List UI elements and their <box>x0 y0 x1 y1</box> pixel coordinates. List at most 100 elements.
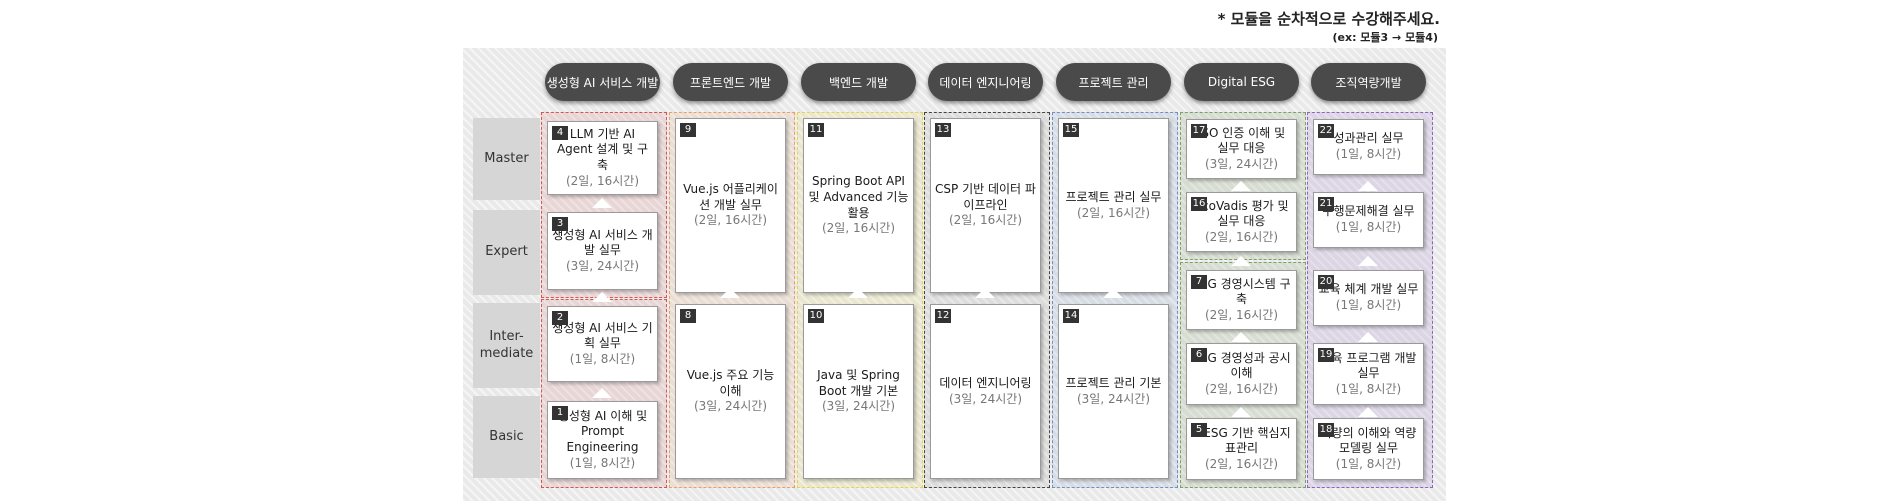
module-duration: (1일, 8시간) <box>1335 298 1402 312</box>
column-header-genai: 생성형 AI 서비스 개발 <box>545 63 660 101</box>
module-title: Java 및 Spring Boot 개발 기본 <box>817 368 900 398</box>
module-title: 프로젝트 관리 기본 <box>1065 375 1162 390</box>
module-card-10[interactable]: 10 Java 및 Spring Boot 개발 기본 (3일, 24시간) <box>803 304 914 479</box>
progression-arrow-icon <box>1231 181 1251 191</box>
module-duration: (2일, 16시간) <box>1204 456 1279 471</box>
module-duration: (2일, 16시간) <box>693 213 768 228</box>
progression-arrow-icon <box>1231 256 1251 266</box>
module-title: 교육 체계 개발 실무 <box>1318 282 1419 297</box>
module-title: CSP 기반 데이터 파이프라인 <box>935 182 1036 212</box>
progression-arrow-icon <box>1358 181 1378 191</box>
level-basic: Basic <box>473 396 540 478</box>
module-card-15[interactable]: 15 프로젝트 관리 실무 (2일, 16시간) <box>1058 118 1169 293</box>
module-title: 생성형 AI 서비스 기획 실무 <box>552 320 653 351</box>
module-card-11[interactable]: 11 Spring Boot API 및 Advanced 기능 활용 (2일,… <box>803 118 914 293</box>
module-card-13[interactable]: 13 CSP 기반 데이터 파이프라인 (2일, 16시간) <box>930 118 1041 293</box>
module-number: 13 <box>935 123 951 137</box>
module-number: 18 <box>1318 423 1334 437</box>
module-card-5[interactable]: 5 K-ESG 기반 핵심지표관리 (2일, 16시간) <box>1186 418 1297 480</box>
module-card-22[interactable]: 22 성과관리 실무 (1일, 8시간) <box>1313 119 1424 175</box>
sequence-example: (ex: 모듈3 → 모듈4) <box>1332 31 1438 44</box>
column-header-backend: 백엔드 개발 <box>801 63 916 101</box>
progression-arrow-icon <box>592 198 612 208</box>
level-intermediate: Inter- mediate <box>473 303 540 388</box>
progression-arrow-icon <box>1358 332 1378 342</box>
module-title: 데이터 엔지니어링 <box>939 375 1032 390</box>
module-number: 14 <box>1063 309 1079 323</box>
module-card-1[interactable]: 1 생성형 AI 이해 및 Prompt Engineering (1일, 8시… <box>547 401 658 479</box>
module-title: ISO 인증 이해 및 실무 대응 <box>1197 125 1286 156</box>
module-duration: (2일, 16시간) <box>1204 307 1279 322</box>
module-number: 9 <box>680 123 696 137</box>
module-number: 16 <box>1191 197 1207 211</box>
module-number: 11 <box>808 123 824 137</box>
module-duration: (1일, 8시간) <box>1335 147 1402 161</box>
module-card-7[interactable]: 7 ESG 경영시스템 구축 (2일, 16시간) <box>1186 270 1297 330</box>
module-duration: (2일, 16시간) <box>948 213 1023 228</box>
module-number: 19 <box>1318 348 1334 362</box>
module-title: LLM 기반 AI Agent 설계 및 구축 <box>556 126 649 172</box>
progression-arrow-icon <box>592 292 612 302</box>
module-duration: (3일, 24시간) <box>948 391 1023 406</box>
module-duration: (2일, 16시간) <box>1204 381 1279 396</box>
progression-arrow-icon <box>1358 256 1378 266</box>
progression-arrow-icon <box>1358 407 1378 417</box>
module-duration: (2일, 16시간) <box>821 221 896 236</box>
column-header-org-capability: 조직역량개발 <box>1311 63 1426 101</box>
progression-arrow-icon <box>848 288 868 298</box>
module-card-2[interactable]: 2 생성형 AI 서비스 기획 실무 (1일, 8시간) <box>547 306 658 382</box>
module-card-18[interactable]: 18 역량의 이해와 역량 모델링 실무 (1일, 8시간) <box>1313 418 1424 480</box>
module-number: 2 <box>552 311 568 325</box>
module-card-3[interactable]: 3 생성형 AI 서비스 개발 실무 (3일, 24시간) <box>547 212 658 290</box>
column-header-data-engineering: 데이터 엔지니어링 <box>928 63 1043 101</box>
progression-arrow-icon <box>1103 288 1123 298</box>
module-card-9[interactable]: 9 Vue.js 어플리케이션 개발 실무 (2일, 16시간) <box>675 118 786 293</box>
module-title: ESG 경영시스템 구축 <box>1192 276 1291 307</box>
progression-arrow-icon <box>592 388 612 398</box>
module-title: Vue.js 주요 기능 이해 <box>686 368 775 398</box>
module-title: K-ESG 기반 핵심지표관리 <box>1192 425 1291 456</box>
module-card-12[interactable]: 12 데이터 엔지니어링 (3일, 24시간) <box>930 304 1041 479</box>
module-duration: (3일, 24시간) <box>821 399 896 414</box>
module-number: 4 <box>552 126 568 140</box>
module-title: EcoVadis 평가 및 실무 대응 <box>1194 198 1289 229</box>
module-duration: (3일, 24시간) <box>1204 156 1279 171</box>
progression-arrow-icon <box>975 288 995 298</box>
progression-arrow-icon <box>1231 332 1251 342</box>
progression-arrow-icon <box>1231 407 1251 417</box>
module-number: 3 <box>552 217 568 231</box>
module-card-21[interactable]: 21 수행문제해결 실무 (1일, 8시간) <box>1313 192 1424 248</box>
module-card-4[interactable]: 4 LLM 기반 AI Agent 설계 및 구축 (2일, 16시간) <box>547 121 658 195</box>
module-number: 21 <box>1318 197 1334 211</box>
module-card-8[interactable]: 8 Vue.js 주요 기능 이해 (3일, 24시간) <box>675 304 786 479</box>
module-card-19[interactable]: 19 교육 프로그램 개발 실무 (1일, 8시간) <box>1313 343 1424 405</box>
module-duration: (3일, 24시간) <box>565 258 640 273</box>
module-title: ESG 경영성과 공시 이해 <box>1192 350 1291 381</box>
module-duration: (1일, 8시간) <box>1335 456 1402 471</box>
module-number: 6 <box>1191 348 1207 362</box>
module-duration: (2일, 16시간) <box>565 173 640 188</box>
level-master: Master <box>473 118 540 200</box>
module-card-20[interactable]: 20 교육 체계 개발 실무 (1일, 8시간) <box>1313 270 1424 326</box>
module-title: 생성형 AI 서비스 개발 실무 <box>552 227 653 258</box>
module-title: 수행문제해결 실무 <box>1322 204 1415 219</box>
module-card-14[interactable]: 14 프로젝트 관리 기본 (3일, 24시간) <box>1058 304 1169 479</box>
module-duration: (3일, 24시간) <box>1076 391 1151 406</box>
module-duration: (1일, 8시간) <box>569 351 636 366</box>
module-duration: (1일, 8시간) <box>1335 220 1402 234</box>
column-header-digital-esg: Digital ESG <box>1184 63 1299 101</box>
module-number: 12 <box>935 309 951 323</box>
column-header-frontend: 프론트엔드 개발 <box>673 63 788 101</box>
progression-arrow-icon <box>720 288 740 298</box>
module-card-16[interactable]: 16 EcoVadis 평가 및 실무 대응 (2일, 16시간) <box>1186 192 1297 252</box>
module-duration: (2일, 16시간) <box>1204 229 1279 244</box>
module-card-17[interactable]: 17 ISO 인증 이해 및 실무 대응 (3일, 24시간) <box>1186 119 1297 179</box>
module-title: Vue.js 어플리케이션 개발 실무 <box>683 182 778 212</box>
module-title: 생성형 AI 이해 및 Prompt Engineering <box>557 408 648 454</box>
module-duration: (3일, 24시간) <box>693 399 768 414</box>
sequence-note: * 모듈을 순차적으로 수강해주세요. <box>1217 10 1440 28</box>
module-card-6[interactable]: 6 ESG 경영성과 공시 이해 (2일, 16시간) <box>1186 343 1297 405</box>
module-number: 22 <box>1318 124 1334 138</box>
column-header-project-management: 프로젝트 관리 <box>1056 63 1171 101</box>
module-number: 15 <box>1063 123 1079 137</box>
